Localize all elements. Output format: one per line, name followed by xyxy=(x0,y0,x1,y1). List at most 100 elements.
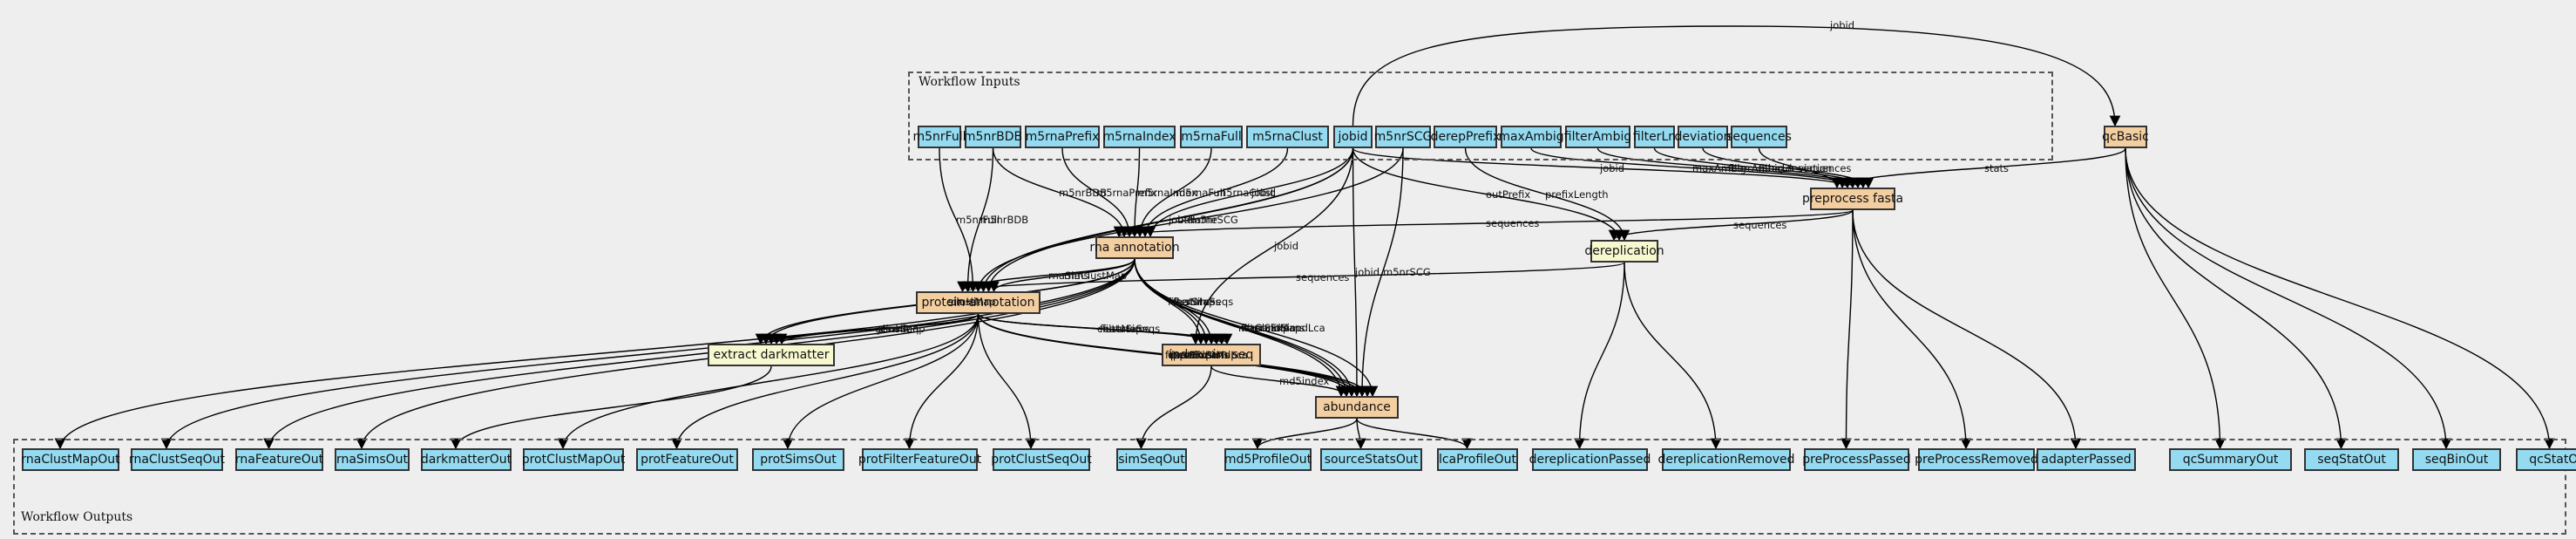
output-node-rnafeatureout[interactable]: rnaFeatureOut xyxy=(235,448,323,471)
workflow-inputs-label: Workflow Inputs xyxy=(919,75,1020,89)
edge-label: jobid xyxy=(1600,162,1625,174)
output-node-adapterpassed[interactable]: adapterPassed xyxy=(2037,448,2136,471)
edge-filterln-to-preprocess xyxy=(1653,147,1869,189)
output-node-protfilterfeatureout[interactable]: protFilterFeatureOut xyxy=(858,448,981,471)
edge-abundance-to-sourcestatsout xyxy=(1355,418,1366,450)
edge-protein-to-protfilterfeatureout xyxy=(904,313,980,450)
output-node-rnaclustmapout[interactable]: rnaClustMapOut xyxy=(21,448,120,471)
output-node-lcaprofileout[interactable]: lcaProfileOut xyxy=(1437,448,1518,471)
output-node-qcstatout[interactable]: qcStatOut xyxy=(2516,448,2576,471)
step-node-preprocess[interactable]: preprocess fasta xyxy=(1802,188,1903,210)
edge-derep-to-dereplicationremoved xyxy=(1624,262,1722,450)
input-node-deviation[interactable]: deviation xyxy=(1674,126,1732,148)
output-node-darkmatterout[interactable]: darkmatterOut xyxy=(421,448,512,471)
output-node-sourcestatsout[interactable]: sourceStatsOut xyxy=(1320,448,1422,471)
input-node-m5rnafull[interactable]: m5rnaFull xyxy=(1180,126,1243,148)
edge-m5nrbdb-to-rna xyxy=(992,147,1130,238)
step-node-protein[interactable]: protein annotation xyxy=(916,291,1041,314)
output-node-simseqout[interactable]: simSeqOut xyxy=(1116,448,1187,471)
edge-jobid-to-protein xyxy=(983,147,1354,293)
edge-label: filterSims xyxy=(1165,349,1213,361)
edge-label: deviation xyxy=(1786,162,1833,174)
output-node-protsimsout[interactable]: protSimsOut xyxy=(752,448,844,471)
input-node-filterln[interactable]: filterLn xyxy=(1633,126,1676,148)
step-node-darkmatter[interactable]: extract darkmatter xyxy=(708,344,835,366)
edge-label: filterSims xyxy=(1241,322,1289,334)
edge-label: m5nrBDB xyxy=(980,214,1029,226)
output-node-dereplicationpassed[interactable]: dereplicationPassed xyxy=(1529,448,1651,471)
edge-m5rnaprefix-to-rna xyxy=(1061,147,1135,238)
edge-label: maxAmbig xyxy=(1692,162,1746,174)
edge-label: jobid xyxy=(1274,240,1299,252)
edge-m5rnafull-to-rna xyxy=(1134,147,1212,238)
edge-preprocess-to-preprocesspassed xyxy=(1840,209,1854,450)
output-node-seqbinout[interactable]: seqBinOut xyxy=(2412,448,2501,471)
edge-rna-to-rnaclustmapout xyxy=(54,258,1135,450)
input-node-m5nrbdb[interactable]: m5nrBDB xyxy=(964,126,1022,148)
edge-label: m5nrFull xyxy=(956,214,1000,226)
step-node-abundance[interactable]: abundance xyxy=(1315,396,1399,419)
edge-qcbasic-to-seqstatout xyxy=(2125,147,2347,450)
input-node-m5nrscg[interactable]: m5nrSCG xyxy=(1374,126,1432,148)
edge-protein-to-protclustseqout xyxy=(977,313,1037,450)
edge-qcbasic-to-seqbinout xyxy=(2125,147,2452,450)
edge-label: sequences xyxy=(1296,271,1350,283)
edge-protein-to-protsimsout xyxy=(782,313,980,450)
edge-sequences-to-preprocess xyxy=(1758,147,1843,189)
input-node-m5nrfull[interactable]: m5nrFull xyxy=(912,126,966,148)
edge-rna-to-abundance xyxy=(1134,258,1379,398)
edge-label: featureSeqs xyxy=(1173,296,1234,308)
output-node-rnaclustseqout[interactable]: rnaClustSeqOut xyxy=(129,448,225,471)
edge-label: rnaExpandLca xyxy=(1254,322,1325,334)
step-node-rna[interactable]: rna annotation xyxy=(1089,236,1180,259)
edge-preprocess-to-adapterpassed xyxy=(1852,209,2082,450)
input-node-maxambig[interactable]: maxAmbig xyxy=(1498,126,1564,148)
output-node-rnasimsout[interactable]: rnaSimsOut xyxy=(335,448,410,471)
edge-label: simHit xyxy=(878,323,910,335)
output-node-preprocessremoved[interactable]: preProcessRemoved xyxy=(1915,448,2038,471)
output-node-protclustmapout[interactable]: protClustMapOut xyxy=(522,448,625,471)
input-node-m5rnaprefix[interactable]: m5rnaPrefix xyxy=(1025,126,1100,148)
input-node-sequences[interactable]: sequences xyxy=(1726,126,1792,148)
input-node-filterambig[interactable]: filterAmbig xyxy=(1564,126,1631,148)
edge-label: protExpandLca xyxy=(1173,349,1249,361)
edge-label: m5nrSCG xyxy=(1383,266,1431,278)
step-node-qcbasic[interactable]: qcBasic xyxy=(2102,126,2149,148)
input-node-derepprefix[interactable]: derepPrefix xyxy=(1431,126,1500,148)
output-node-seqstatout[interactable]: seqStatOut xyxy=(2304,448,2399,471)
edge-label: clustMap xyxy=(880,323,925,335)
edge-protein-to-protfeatureout xyxy=(671,313,980,450)
output-node-qcsummaryout[interactable]: qcSummaryOut xyxy=(2169,448,2292,471)
edge-label: geneSeq xyxy=(875,323,919,335)
edge-label: featureSeqs xyxy=(1100,323,1161,335)
edge-protein-to-indexsim xyxy=(977,313,1233,345)
edge-preprocess-to-rna xyxy=(1114,209,1854,238)
edge-label: outName xyxy=(1171,214,1217,226)
edge-indexsim-to-simseqout xyxy=(1135,365,1212,450)
edge-darkmatter-to-darkmatterout xyxy=(450,365,772,450)
input-node-jobid[interactable]: jobid xyxy=(1333,126,1373,148)
input-node-m5rnaclust[interactable]: m5rnaClust xyxy=(1246,126,1329,148)
edge-label: sequences xyxy=(1798,162,1852,174)
step-node-indexsim[interactable]: index sim seq xyxy=(1162,344,1261,366)
edge-jobid-to-preprocess xyxy=(1352,147,1854,189)
edge-jobid-to-qcbasic xyxy=(1352,25,2121,127)
edge-filterambig-to-preprocess xyxy=(1596,147,1864,189)
step-node-derep[interactable]: dereplication xyxy=(1584,240,1664,263)
edge-jobid-to-derep xyxy=(1352,147,1625,242)
output-node-preprocesspassed[interactable]: preProcessPassed xyxy=(1802,448,1911,471)
input-node-m5rnaindex[interactable]: m5rnaIndex xyxy=(1102,126,1176,148)
output-node-dereplicationremoved[interactable]: dereplicationRemoved xyxy=(1657,448,1795,471)
edge-qcbasic-to-qcsummaryout xyxy=(2125,147,2226,450)
output-node-md5profileout[interactable]: md5ProfileOut xyxy=(1224,448,1312,471)
edge-label: m5nrBDB xyxy=(1059,187,1108,199)
output-node-protclustseqout[interactable]: protClustSeqOut xyxy=(991,448,1092,471)
edge-label: m5rnaIndex xyxy=(1137,187,1198,199)
edge-label: expandSims xyxy=(1168,349,1230,361)
output-node-protfeatureout[interactable]: protFeatureOut xyxy=(636,448,738,471)
edge-label: jobid xyxy=(1830,19,1855,31)
edge-label: rnaSims xyxy=(1048,270,1089,282)
edge-m5nrbdb-to-protein xyxy=(962,147,994,293)
edge-derepprefix-to-derep xyxy=(1464,147,1630,242)
